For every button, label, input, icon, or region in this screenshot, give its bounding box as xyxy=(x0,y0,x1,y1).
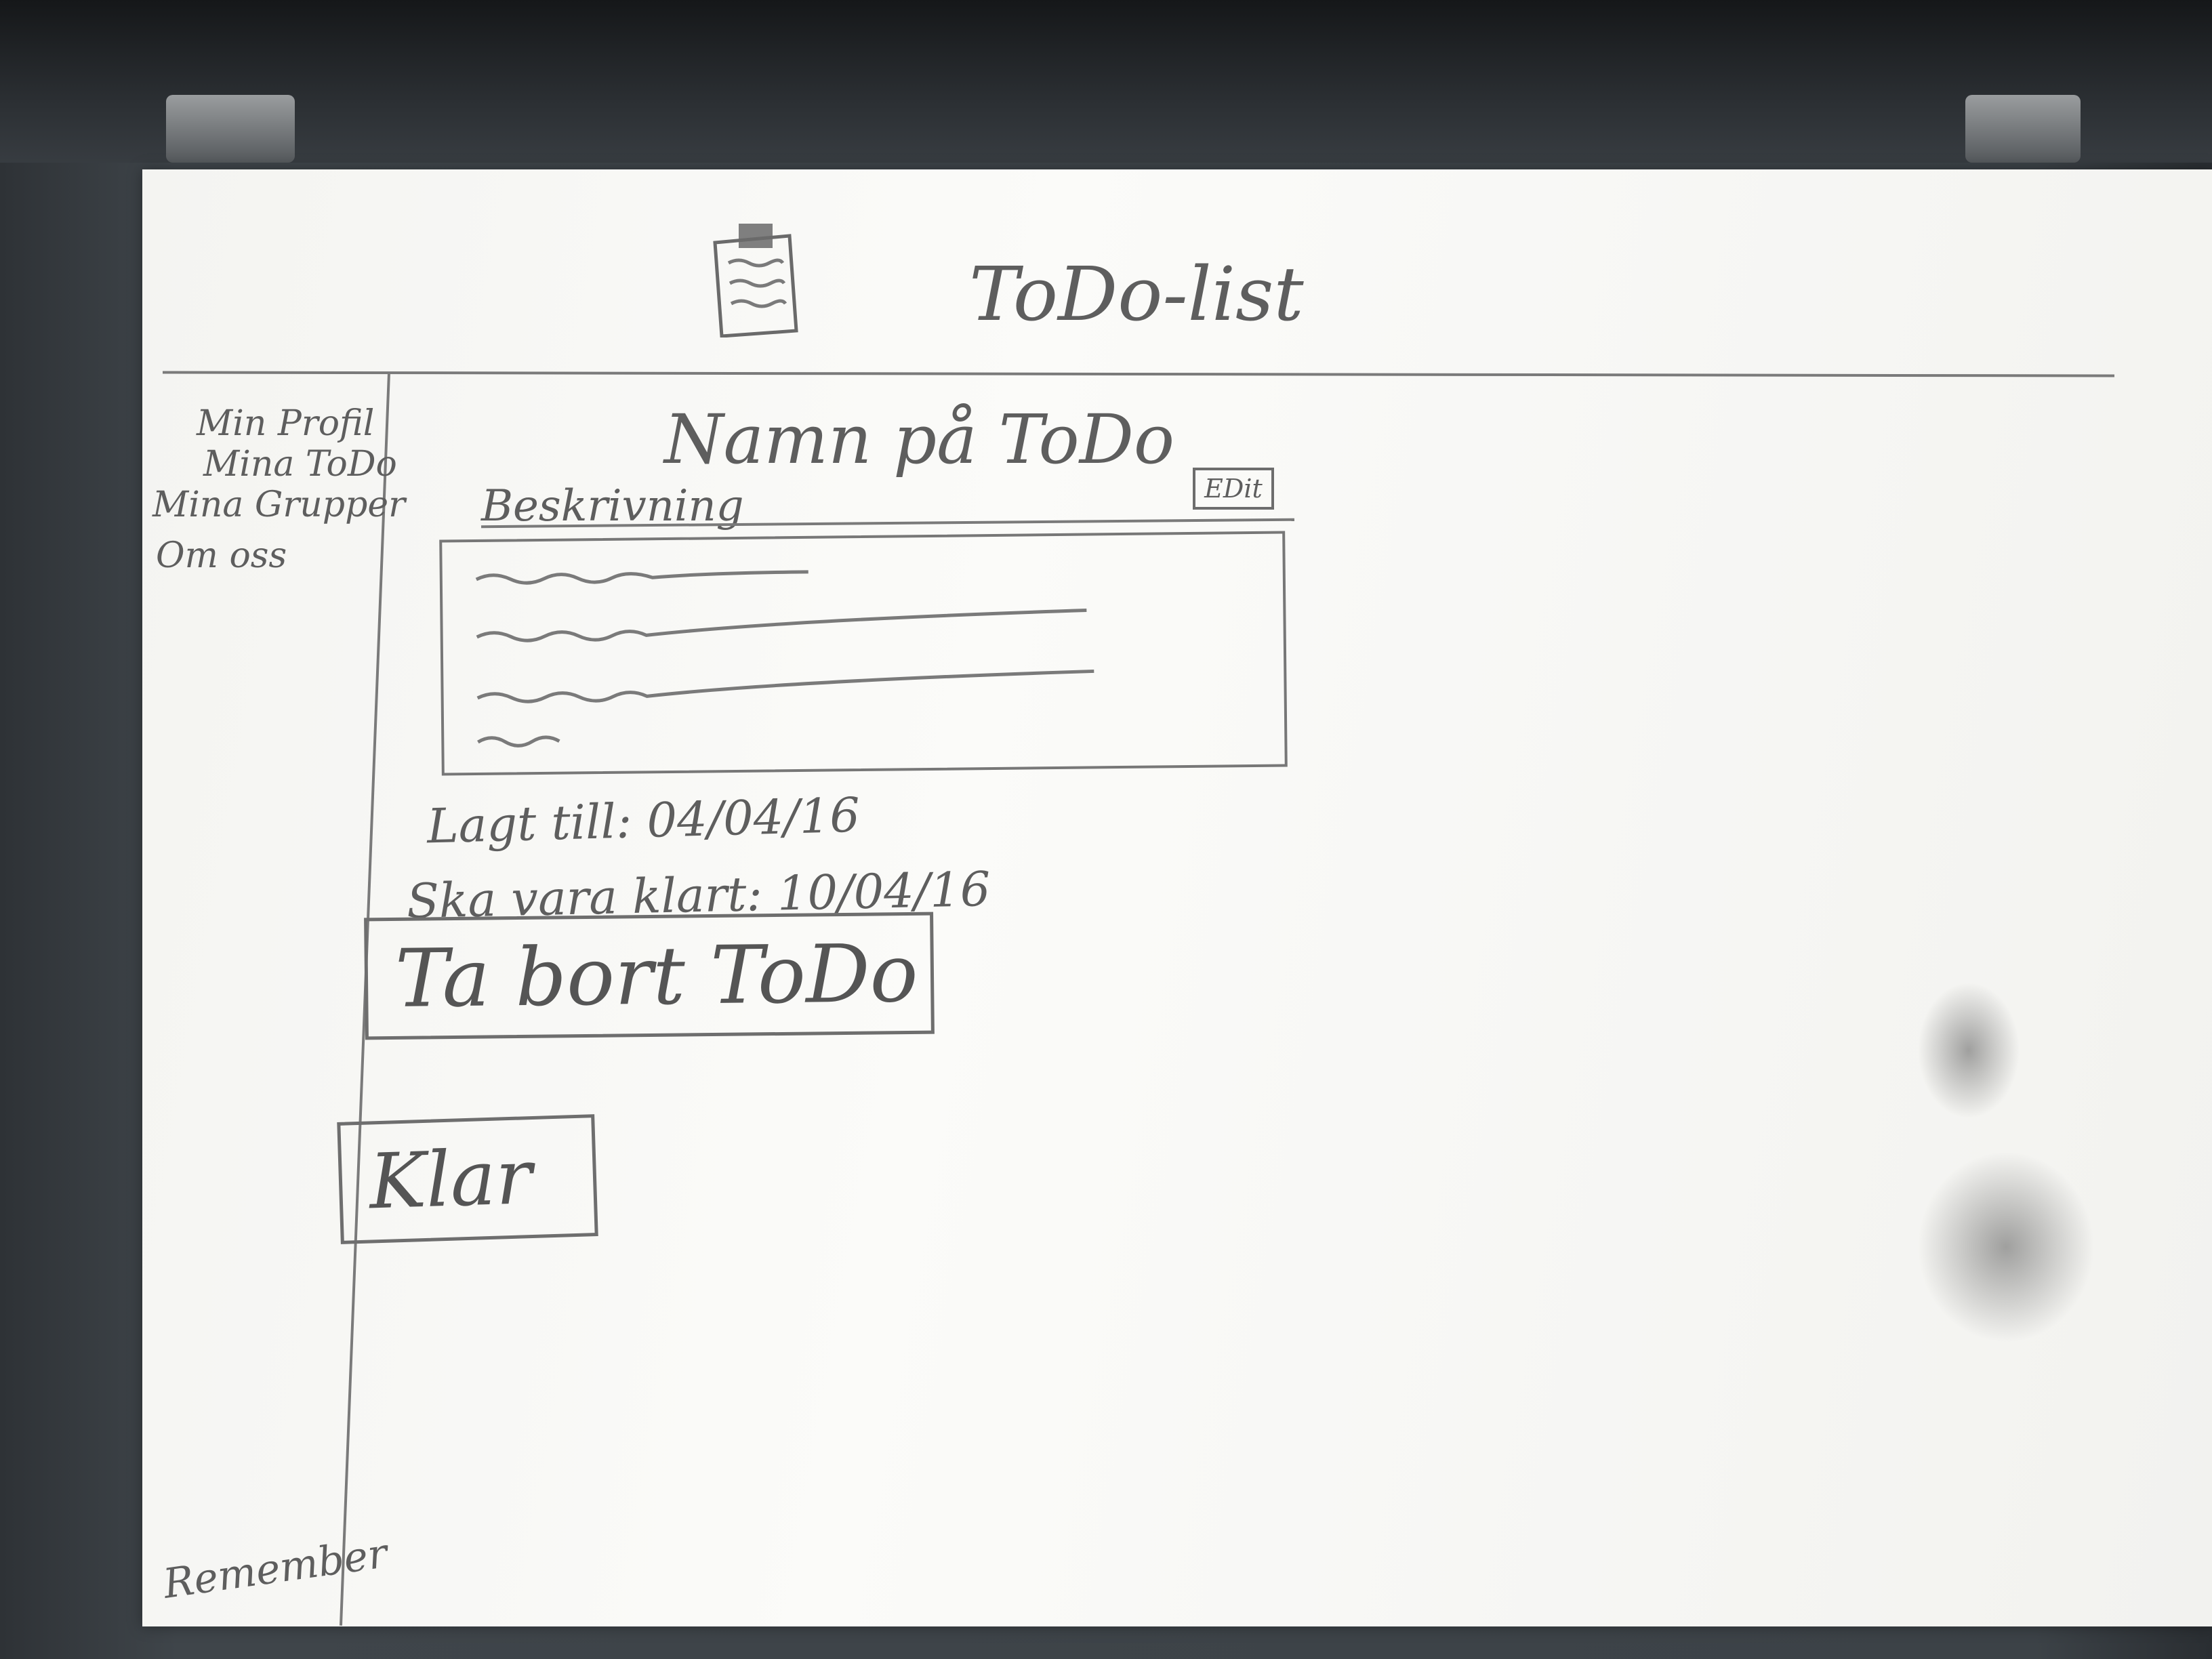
paper-smudge xyxy=(1918,1152,2094,1342)
sidebar-item-my-todos[interactable]: Mina ToDo xyxy=(203,444,397,485)
description-placeholder-lines xyxy=(475,570,1094,747)
header-divider xyxy=(162,371,2115,377)
sidebar-item-about-us[interactable]: Om oss xyxy=(156,535,287,576)
paper-smudge xyxy=(1918,983,2020,1118)
sketch-paper: ToDo-list Min Profil Mina ToDo Mina Grup… xyxy=(142,169,2212,1626)
added-date: Lagt till: 04/04/16 xyxy=(426,787,861,855)
edit-button[interactable]: EDit xyxy=(1193,468,1274,510)
laptop-hinge-left xyxy=(166,95,295,163)
todo-title: Namn på ToDo xyxy=(664,400,1175,479)
laptop-hinge-right xyxy=(1965,95,2081,163)
done-button[interactable]: Klar xyxy=(337,1114,598,1244)
clipboard-icon xyxy=(713,224,798,337)
description-box[interactable] xyxy=(439,531,1288,776)
sidebar-item-my-profile[interactable]: Min Profil xyxy=(197,403,375,444)
sidebar-item-my-groups[interactable]: Mina Grupper xyxy=(152,485,405,525)
remove-todo-button[interactable]: Ta bort ToDo xyxy=(364,912,935,1040)
app-title: ToDo-list xyxy=(969,251,1304,337)
laptop-lid xyxy=(0,0,2212,176)
footer-note: Remember xyxy=(160,1530,390,1608)
